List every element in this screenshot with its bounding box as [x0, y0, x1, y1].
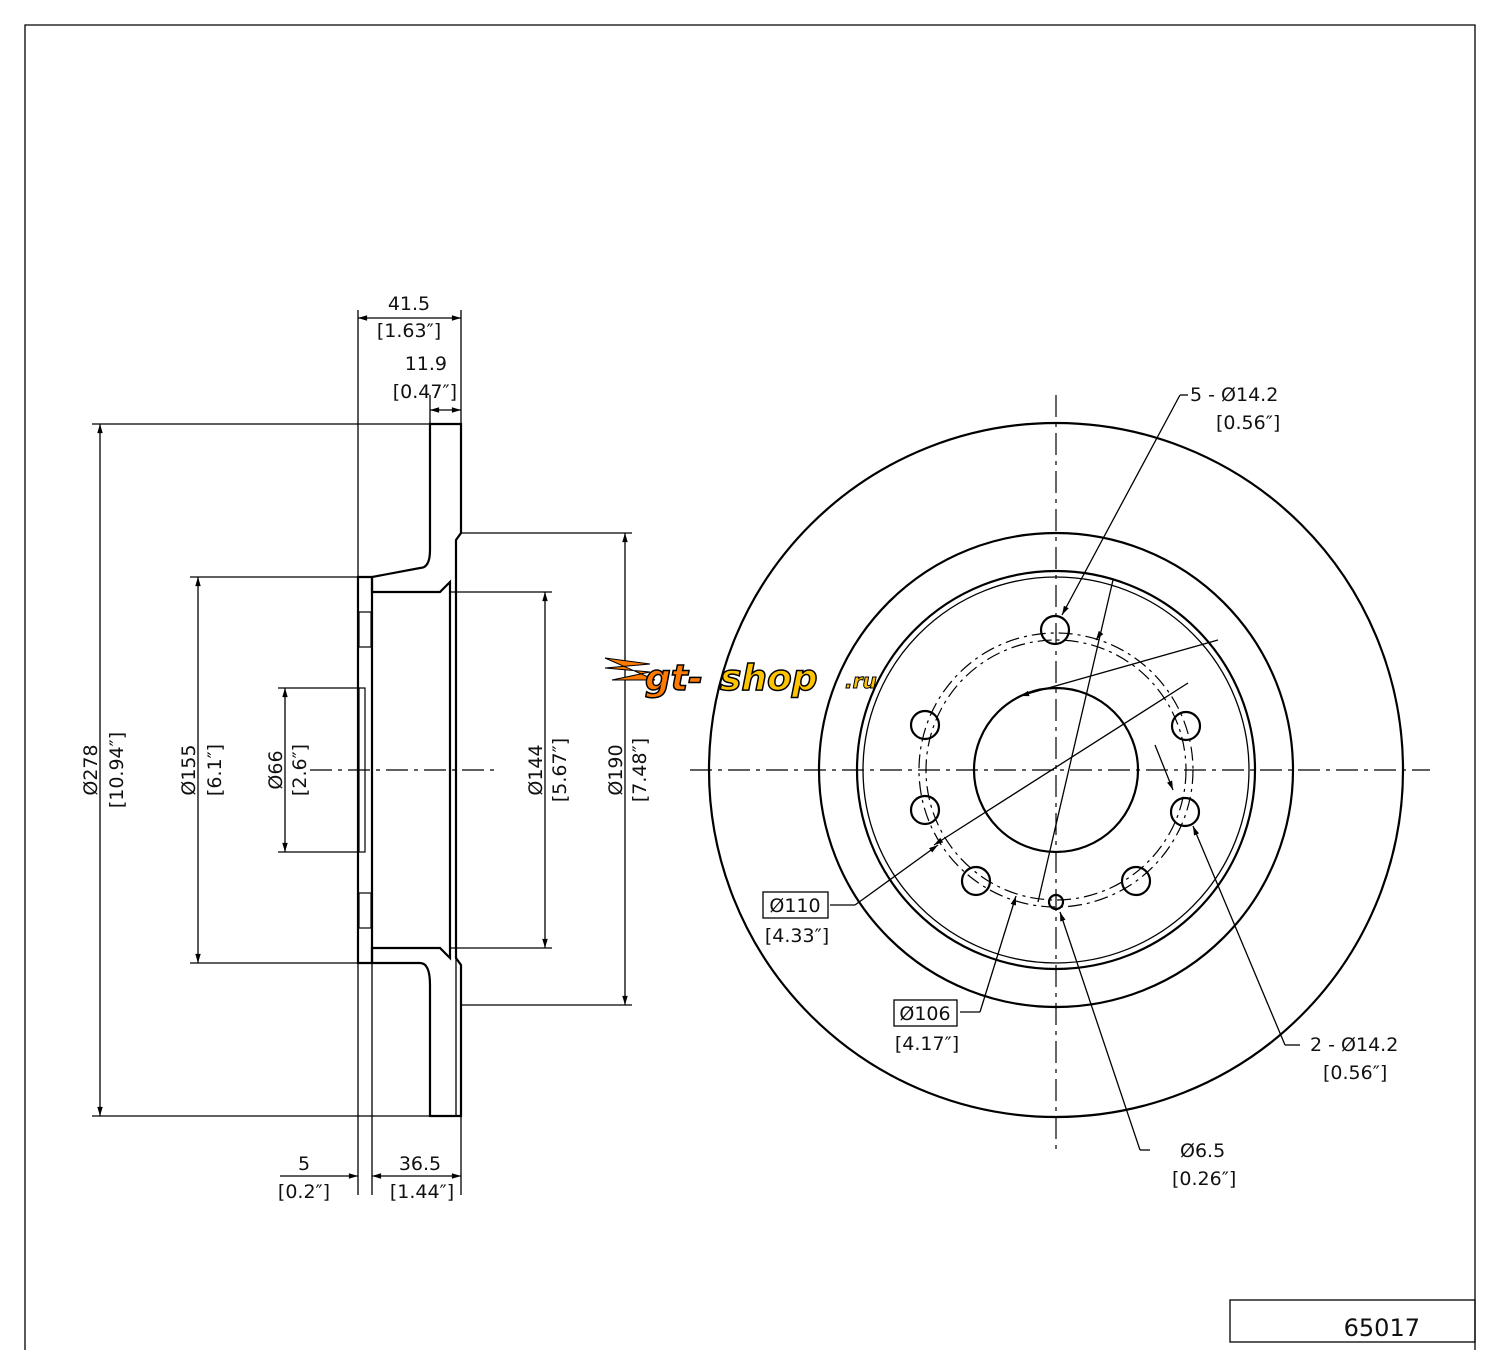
dim-inner-hat-mm: Ø144	[525, 744, 547, 795]
part-number: 65017	[1344, 1314, 1420, 1342]
dim-rim-mm: 11.9	[405, 353, 447, 375]
label-pcd106-in: [4.17″]	[895, 1033, 959, 1055]
label-pcd106-mm: Ø106	[899, 1003, 950, 1025]
dim-friction-in: [7.48″]	[629, 738, 651, 802]
section-view: 41.5 [1.63″] 11.9 [0.47″] Ø278 [10.94″] …	[80, 293, 651, 1203]
dim-hat-height-in: [1.44″]	[390, 1181, 454, 1203]
label-bolt-a-in: [0.56″]	[1216, 412, 1280, 434]
label-bolt-a-mm: 5 - Ø14.2	[1190, 384, 1278, 406]
label-locator-mm: Ø6.5	[1180, 1140, 1225, 1162]
face-view: 5 - Ø14.2 [0.56″] Ø110 [4.33″] Ø106 [4.1…	[690, 384, 1430, 1190]
dim-od-mm: Ø278	[80, 744, 102, 795]
dim-hat-thk-mm: 5	[298, 1153, 310, 1175]
dim-width-in: [1.63″]	[377, 320, 441, 342]
label-pcd110-mm: Ø110	[769, 895, 820, 917]
logo-text-b: shop	[720, 658, 818, 699]
gt-shop-logo: gt- shop .ru	[604, 657, 877, 700]
dim-od-in: [10.94″]	[106, 732, 128, 808]
dim-hat-height-mm: 36.5	[399, 1153, 441, 1175]
label-bolt-b-mm: 2 - Ø14.2	[1310, 1034, 1398, 1056]
drawing-frame: 65017	[24, 24, 1476, 1350]
dim-hat-thk-in: [0.2″]	[278, 1181, 330, 1203]
label-pcd110-in: [4.33″]	[765, 925, 829, 947]
dim-inner-hat-in: [5.67″]	[549, 738, 571, 802]
dim-bore-mm: Ø66	[265, 750, 287, 789]
dim-hat-mm: Ø155	[178, 744, 200, 795]
label-bolt-b-in: [0.56″]	[1323, 1062, 1387, 1084]
bolt-holes	[909, 614, 1202, 911]
logo-text-c: .ru	[845, 669, 877, 693]
logo-text-a: gt-	[645, 658, 703, 699]
outer-circle	[707, 421, 1405, 1119]
title-block	[1229, 1299, 1476, 1343]
dim-rim-in: [0.47″]	[393, 381, 457, 403]
center-bore	[972, 686, 1140, 854]
dim-friction-mm: Ø190	[605, 744, 627, 795]
dim-width-mm: 41.5	[388, 293, 430, 315]
label-locator-in: [0.26″]	[1172, 1168, 1236, 1190]
dim-bore-in: [2.6″]	[289, 744, 311, 796]
dim-hat-in: [6.1″]	[204, 744, 226, 796]
